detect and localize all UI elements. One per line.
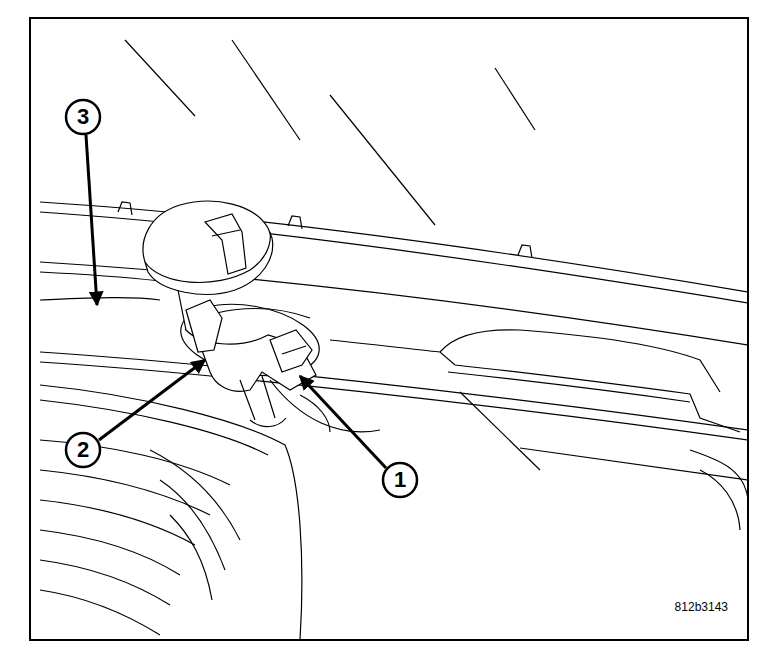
callout-number: 2 [66,433,100,467]
figure-code: 812b3143 [675,600,728,614]
leader-lines [86,135,386,468]
frame [30,18,748,640]
drawing [40,40,747,639]
callout-circles [66,100,417,497]
callout-number: 1 [383,463,417,497]
callout-number: 3 [66,100,100,134]
